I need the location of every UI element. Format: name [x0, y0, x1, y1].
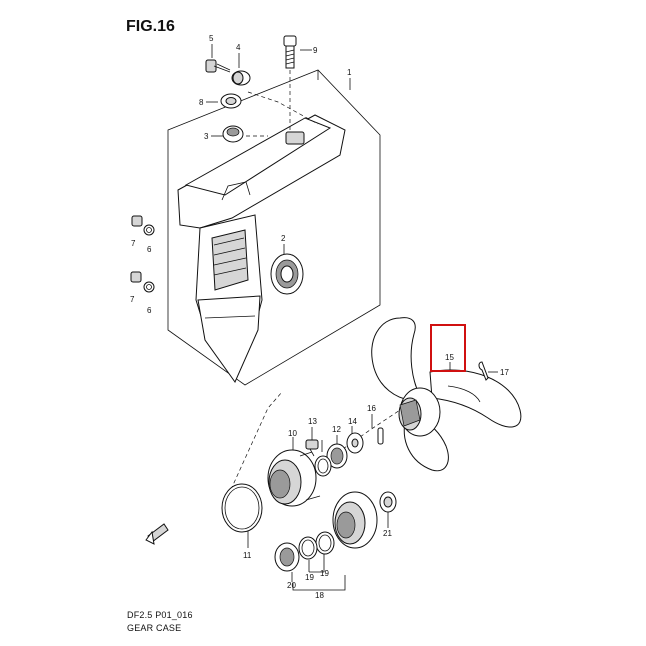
oring-part-19-upper — [314, 455, 332, 477]
bearing-part-2 — [270, 253, 304, 295]
bolt-part-5 — [205, 59, 231, 73]
front-arrow-icon — [145, 523, 169, 545]
callout-8: 8 — [199, 98, 204, 107]
bolt-part-13 — [305, 439, 319, 457]
bolt-part-9 — [283, 35, 297, 69]
callout-1: 1 — [347, 68, 352, 77]
gasket-part-6a — [143, 224, 155, 236]
figure-title: FIG.16 — [126, 18, 175, 35]
callout-14: 14 — [348, 417, 357, 426]
bushing-part-3 — [222, 125, 244, 143]
callout-6b: 6 — [147, 306, 152, 315]
pin-part-16 — [377, 427, 384, 445]
callout-2: 2 — [281, 234, 286, 243]
highlight-box — [430, 324, 466, 372]
callout-5: 5 — [209, 34, 214, 43]
pin-part-17 — [478, 361, 489, 381]
callout-3: 3 — [204, 132, 209, 141]
washer-part-14 — [346, 432, 364, 454]
callout-19b: 19 — [320, 569, 329, 578]
callout-12: 12 — [332, 425, 341, 434]
callout-13: 13 — [308, 417, 317, 426]
callout-7b: 7 — [130, 295, 135, 304]
callout-10: 10 — [288, 429, 297, 438]
bearing-housing-part-10 — [267, 449, 321, 507]
gear-case-frame — [167, 69, 381, 386]
seal-part-12 — [326, 443, 348, 469]
callout-18: 18 — [315, 591, 324, 600]
gear-case-body — [177, 114, 346, 384]
callout-15: 15 — [445, 353, 454, 362]
bushing-part-21 — [379, 491, 397, 513]
callout-17: 17 — [500, 368, 509, 377]
callout-9: 9 — [313, 46, 318, 55]
oring-part-19b — [298, 536, 318, 560]
callout-21: 21 — [383, 529, 392, 538]
plug-part-7b — [130, 271, 142, 283]
callout-20: 20 — [287, 581, 296, 590]
seal-part-20 — [274, 542, 300, 572]
callout-6a: 6 — [147, 245, 152, 254]
bushing-part-4 — [231, 70, 251, 86]
callout-16: 16 — [367, 404, 376, 413]
gasket-part-6b — [143, 281, 155, 293]
figure-caption: GEAR CASE — [127, 623, 182, 633]
plug-part-7a — [131, 215, 143, 227]
figure-code: DF2.5 P01_016 — [127, 610, 193, 620]
carrier-part-18 — [332, 491, 378, 549]
oring-part-19-lower — [315, 531, 335, 555]
callout-19a: 19 — [305, 573, 314, 582]
oring-part-11 — [221, 483, 263, 533]
callout-7a: 7 — [131, 239, 136, 248]
callout-11: 11 — [243, 551, 252, 560]
seal-part-8 — [220, 93, 242, 109]
propeller-part-15 — [371, 317, 522, 472]
callout-4: 4 — [236, 43, 241, 52]
